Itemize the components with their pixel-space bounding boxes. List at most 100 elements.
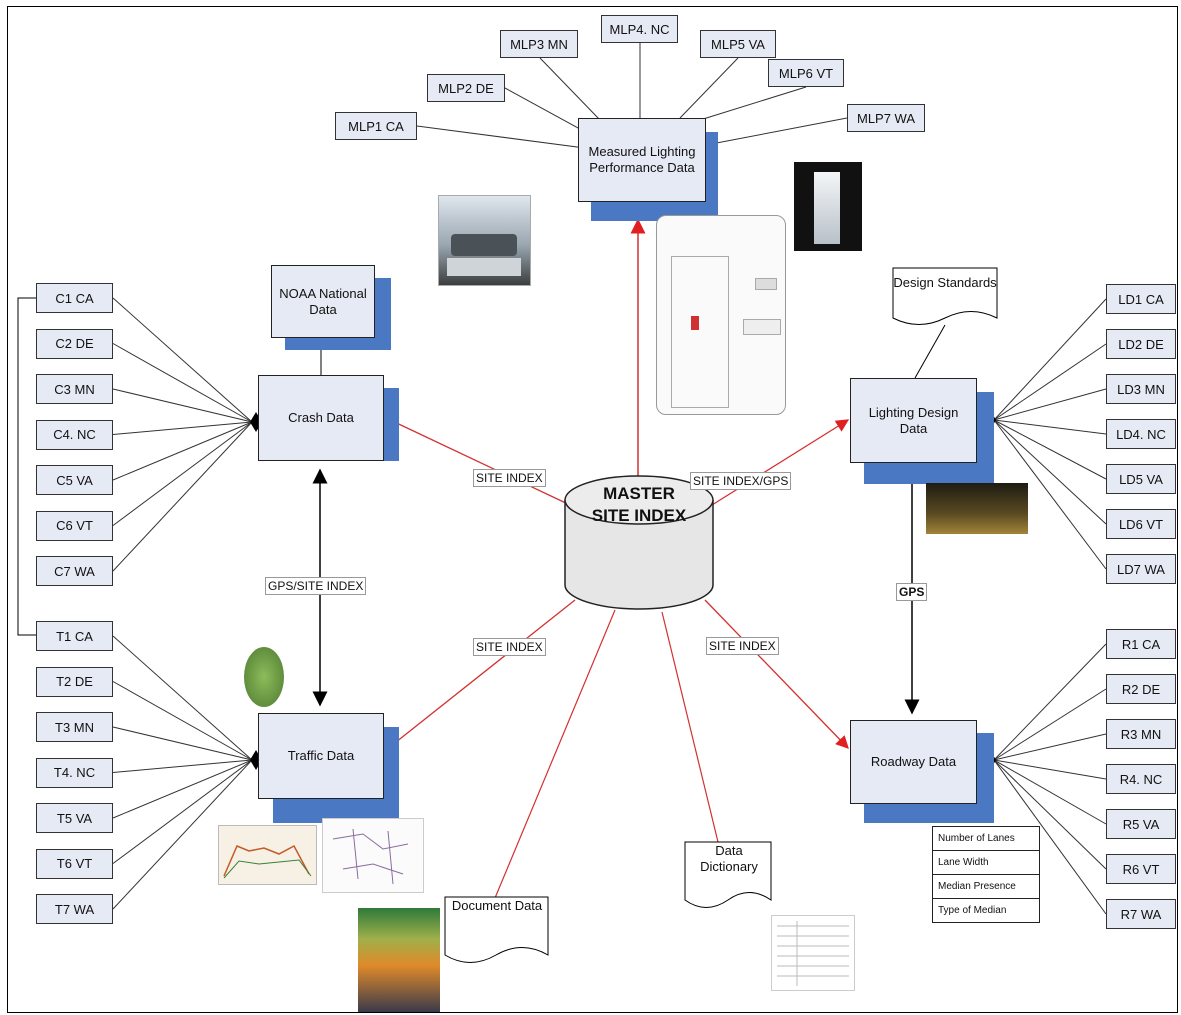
edge-master-document [494,609,616,899]
crash-data-node: Crash Data [258,375,384,461]
lighting-state-label-7: LD7 WA [1117,561,1165,577]
lighting-design-label: Lighting Design Data [868,404,959,436]
design-standards-shape [892,267,998,325]
vehicle-photo [438,195,531,286]
night-road-photo [926,483,1028,534]
roadway-state-box-3: R3 MN [1106,719,1176,749]
document-data-shape [444,896,549,963]
lighting-state-box-1: LD1 CA [1106,284,1176,314]
traffic-state-box-5: T5 VA [36,803,113,833]
fan-connector [993,759,1107,870]
crash-state-box-1: C1 CA [36,283,113,313]
measured-lighting-label: Measured Lighting Performance Data [588,144,696,175]
corridor-photo [794,162,862,251]
roadway-state-label-4: R4. NC [1119,771,1163,787]
mlp-box-2: MLP2 DE [427,74,505,102]
fan-connector [112,421,253,481]
roadway-label: Roadway Data [870,754,957,769]
crash-state-label-2: C2 DE [55,336,94,351]
fan-connector [112,388,253,423]
fan-connector [539,57,601,121]
fan-connector [679,57,739,119]
roadway-state-box-4: R4. NC [1106,764,1176,794]
measured-lighting-node: Measured Lighting Performance Data [578,118,706,202]
traffic-state-label-2: T2 DE [56,674,93,689]
fan-connector [112,759,253,910]
fan-connector [112,297,253,423]
traffic-data-label: Traffic Data [287,748,355,763]
fan-connector [993,759,1107,915]
tree-sensor-photo [244,647,284,707]
fan-connector [993,419,1107,570]
noaa-label: NOAA National Data [279,285,367,317]
mlp-box-5: MLP5 VA [700,30,776,58]
fan-connector [112,421,253,435]
edge-label-roadway: SITE INDEX [706,637,779,655]
fan-connector [416,125,601,151]
lighting-state-box-7: LD7 WA [1106,554,1176,584]
fan-connector [993,419,1107,480]
traffic-state-label-5: T5 VA [56,810,93,826]
crash-state-box-5: C5 VA [36,465,113,495]
bracket-c1-t1 [17,297,36,636]
crash-state-label-6: C6 VT [56,518,93,533]
roadway-state-label-7: R7 WA [1120,906,1162,922]
lighting-state-label-5: LD5 VA [1119,471,1163,487]
crash-state-box-2: C2 DE [36,328,113,359]
traffic-state-box-1: T1 CA [36,621,113,651]
mlp-label-3: MLP3 MN [510,36,568,52]
edge-master-lighting [711,419,850,506]
traffic-state-box-4: T4. NC [36,757,113,788]
roadway-state-box-6: R6 VT [1106,854,1176,884]
design-standards-label: Design Standards [893,275,997,290]
edge-master-roadway [704,599,849,749]
roadway-state-box-1: R1 CA [1106,629,1176,659]
crash-state-box-3: C3 MN [36,374,113,404]
traffic-state-box-2: T2 DE [36,666,113,697]
diagram-frame [7,6,1178,1013]
master-line-1: MASTER [603,484,675,503]
traffic-state-label-6: T6 VT [56,856,93,871]
traffic-state-box-3: T3 MN [36,712,113,742]
crash-state-box-4: C4. NC [36,419,113,450]
roadway-field-row: Number of Lanes [932,826,1040,851]
lighting-state-box-3: LD3 MN [1106,374,1176,404]
edge-master-crash [384,417,571,506]
mlp-label-7: MLP7 WA [856,110,916,126]
fan-connector [993,759,1107,780]
fan-connector [993,643,1107,761]
edge-label-gps: GPS [896,583,928,601]
data-dictionary-label: Data Dictionary [700,843,758,874]
edge-master-dictionary [661,611,719,843]
lighting-state-box-2: LD2 DE [1106,329,1176,359]
data-dictionary-shape [684,841,772,908]
mlp-box-1: MLP1 CA [335,112,417,140]
fan-connector [993,419,1107,525]
traffic-data-node: Traffic Data [258,713,384,799]
roadway-state-label-1: R1 CA [1121,636,1161,652]
crash-state-label-5: C5 VA [56,472,93,488]
mlp-box-4: MLP4. NC [601,15,678,43]
fan-connector [112,343,253,423]
mlp-box-7: MLP7 WA [847,104,925,132]
mlp-box-3: MLP3 MN [500,30,578,58]
traffic-state-box-6: T6 VT [36,848,113,879]
fan-connector [112,759,253,819]
roadway-state-label-6: R6 VT [1122,861,1160,877]
traffic-state-label-1: T1 CA [56,628,93,644]
fan-connector [993,419,1107,435]
document-data-label: Document Data [451,898,543,913]
roadway-node: Roadway Data [850,720,977,804]
traffic-state-label-7: T7 WA [54,901,95,917]
mlp-label-6: MLP6 VT [778,65,834,81]
crash-state-label-1: C1 CA [55,290,94,306]
roadway-lighting-guide-cover [358,908,440,1012]
fan-connector [993,298,1107,421]
mlp-label-1: MLP1 CA [348,118,404,134]
lighting-state-label-4: LD4. NC [1116,426,1166,442]
roadway-state-box-5: R5 VA [1106,809,1176,839]
sensor-system-sketch [656,215,786,415]
roadway-field-row: Median Presence [932,874,1040,899]
edge-label-gps-site: GPS/SITE INDEX [265,577,367,595]
